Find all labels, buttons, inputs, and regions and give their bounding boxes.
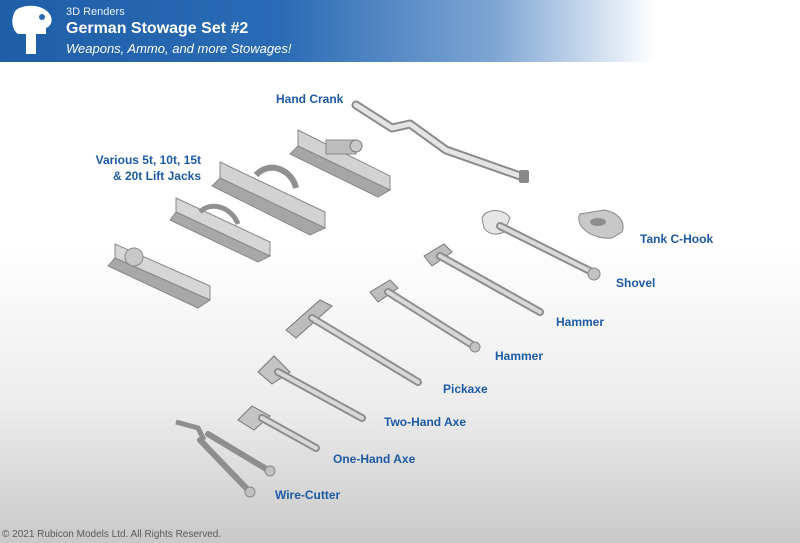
hammer-render-1 bbox=[423, 243, 544, 316]
two-hand-axe-render bbox=[257, 355, 366, 422]
page-subtitle: Weapons, Ammo, and more Stowages! bbox=[66, 41, 292, 56]
wire-cutter-render bbox=[175, 419, 276, 498]
page-title: German Stowage Set #2 bbox=[66, 20, 249, 37]
rubicon-logo-icon bbox=[12, 5, 52, 55]
label-shovel: Shovel bbox=[616, 276, 656, 290]
label-pickaxe: Pickaxe bbox=[443, 382, 488, 396]
hand-crank-render bbox=[351, 100, 529, 183]
label-hammer-2: Hammer bbox=[495, 349, 544, 363]
label-hammer-1: Hammer bbox=[556, 315, 605, 329]
pickaxe-render bbox=[285, 299, 422, 386]
lift-jack-render-1 bbox=[289, 129, 392, 198]
label-one-hand-axe: One-Hand Axe bbox=[333, 452, 416, 466]
label-wire-cutter: Wire-Cutter bbox=[275, 488, 341, 502]
hammer-render-2 bbox=[369, 279, 481, 353]
lift-jack-render-4 bbox=[107, 243, 212, 309]
label-lift-jacks-line2: & 20t Lift Jacks bbox=[112, 169, 201, 183]
lift-jack-render-2 bbox=[211, 161, 327, 236]
lift-jack-render-3 bbox=[169, 197, 272, 263]
tank-c-hook-render bbox=[578, 209, 624, 239]
one-hand-axe-render bbox=[237, 405, 320, 452]
label-hand-crank: Hand Crank bbox=[276, 92, 344, 106]
header-kicker: 3D Renders bbox=[66, 6, 125, 18]
copyright-notice: © 2021 Rubicon Models Ltd. All Rights Re… bbox=[2, 529, 222, 540]
label-two-hand-axe: Two-Hand Axe bbox=[384, 415, 467, 429]
label-lift-jacks: Various 5t, 10t, 15t & 20t Lift Jacks bbox=[88, 152, 201, 184]
label-tank-c-hook: Tank C-Hook bbox=[640, 232, 714, 246]
shovel-render bbox=[481, 210, 601, 281]
header-banner: 3D Renders German Stowage Set #2 Weapons… bbox=[0, 0, 800, 62]
label-lift-jacks-line1: Various 5t, 10t, 15t bbox=[95, 153, 201, 167]
